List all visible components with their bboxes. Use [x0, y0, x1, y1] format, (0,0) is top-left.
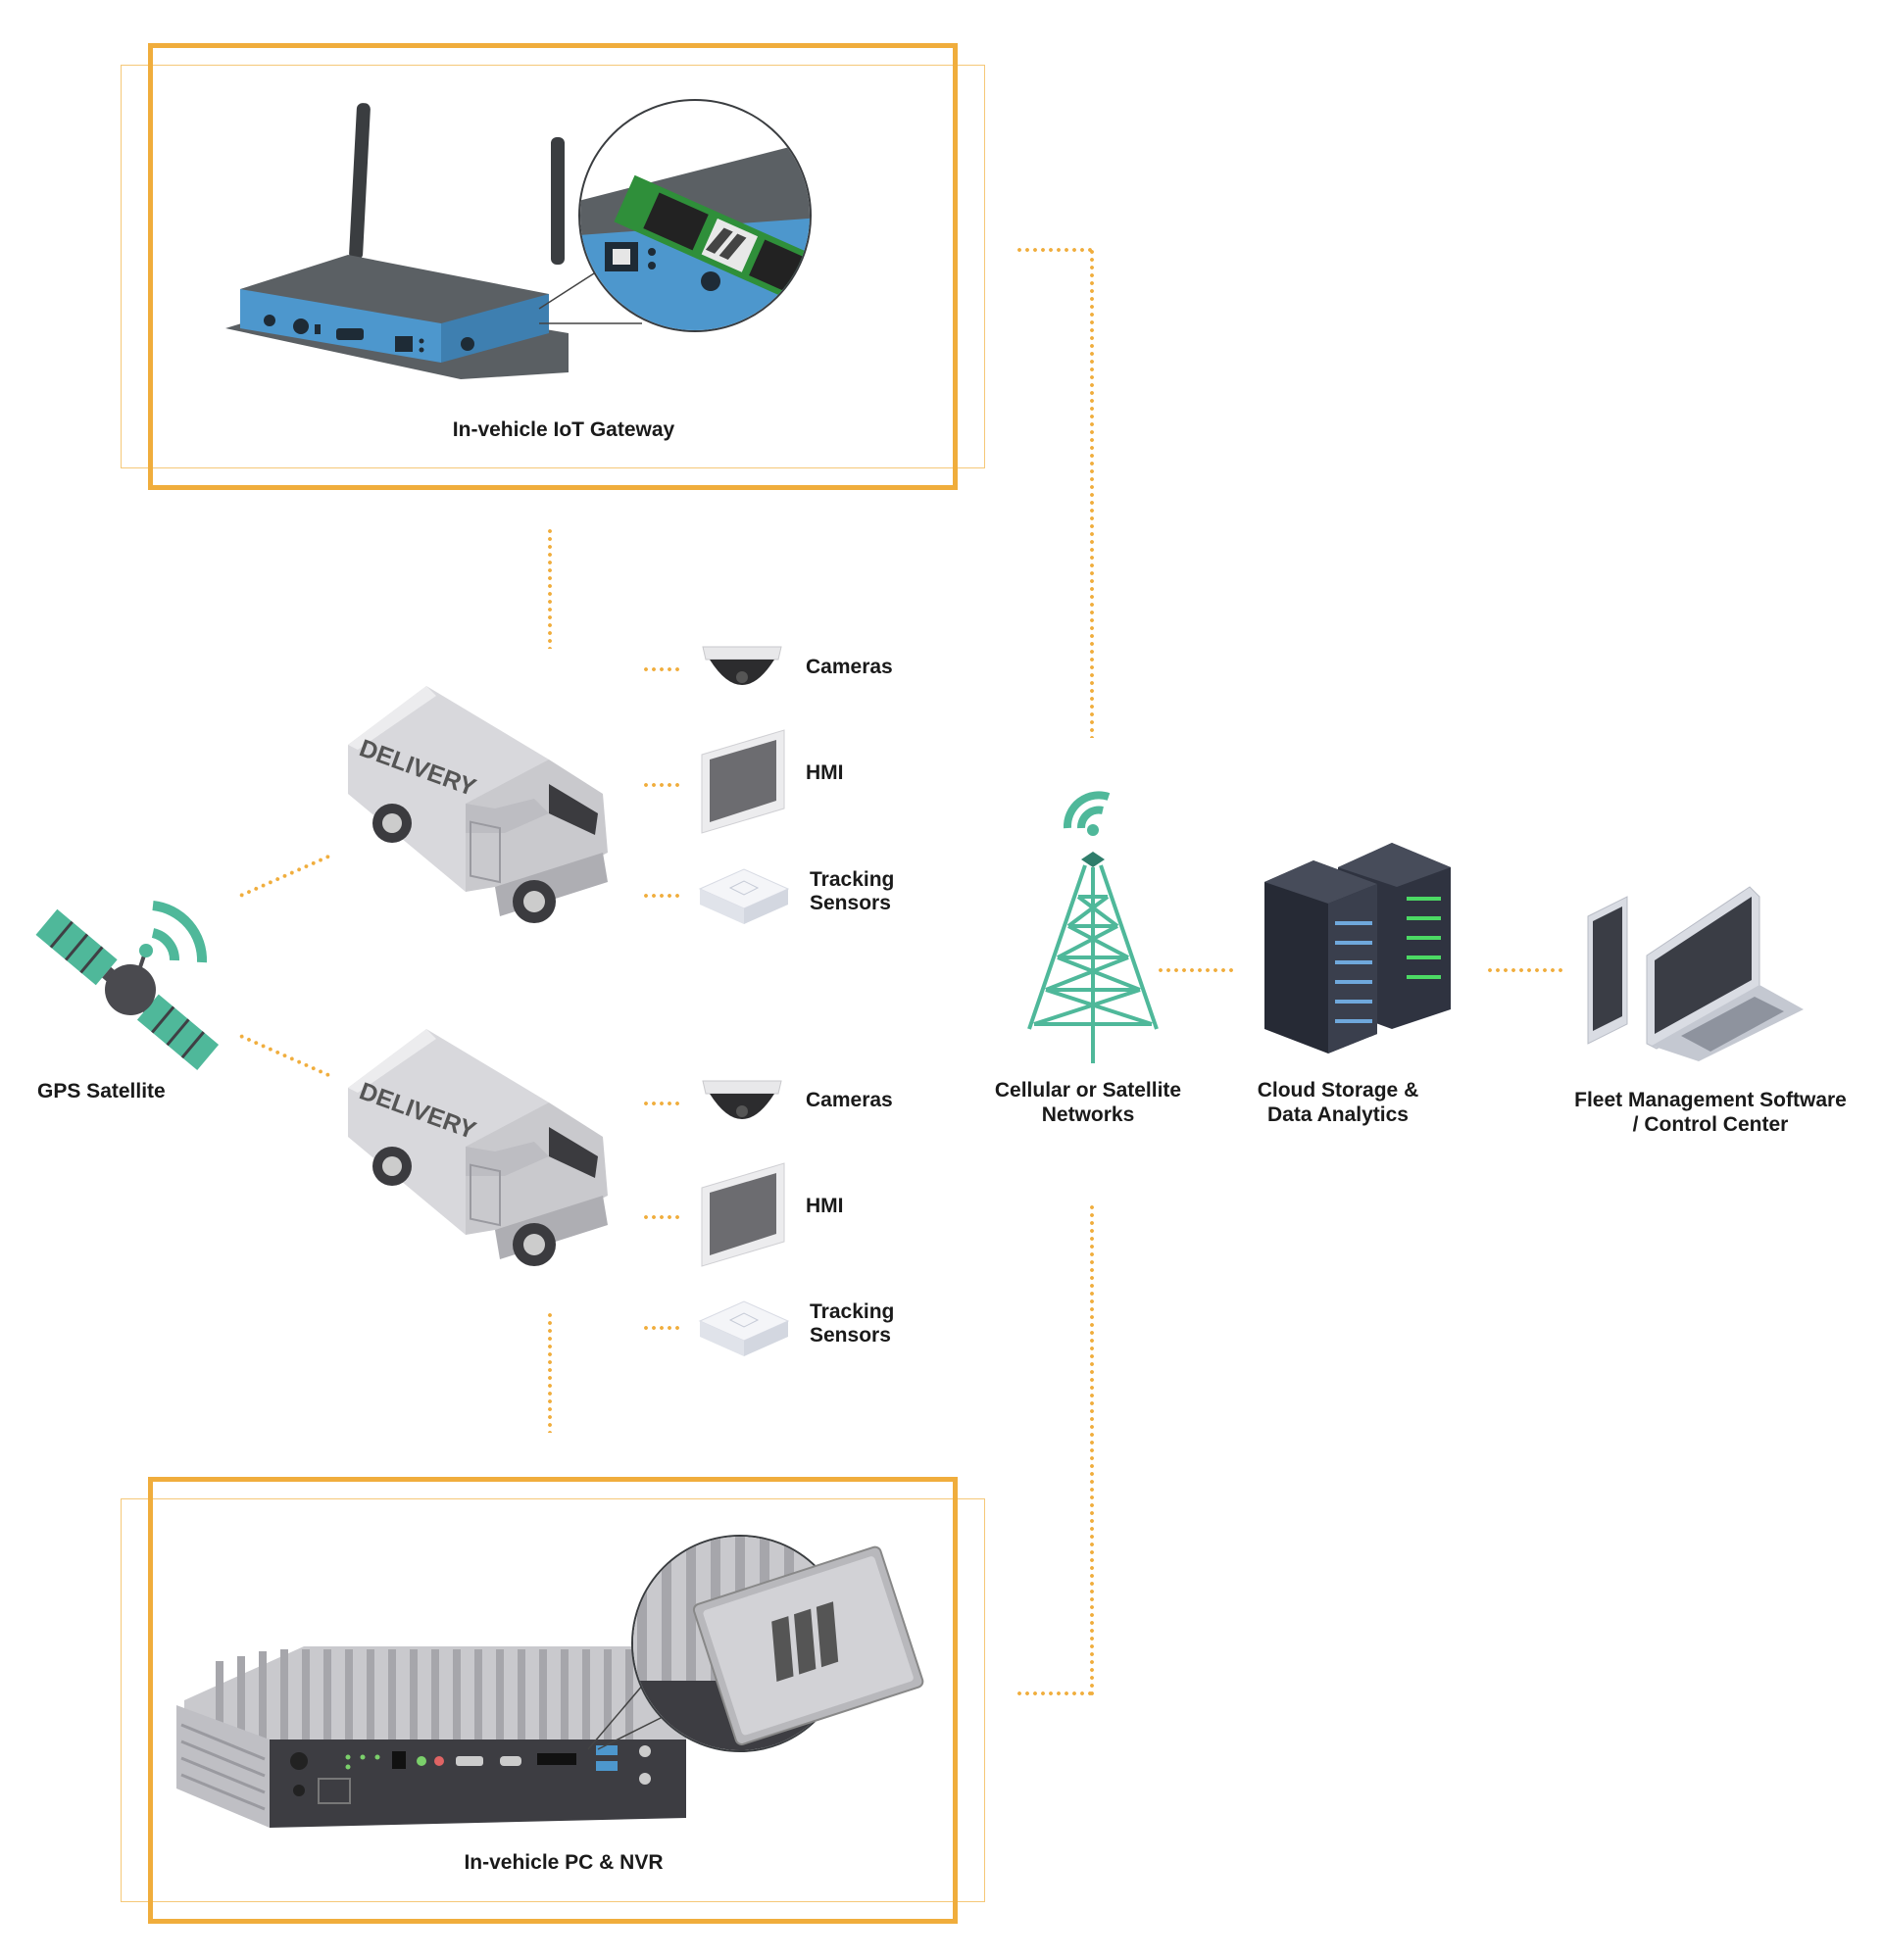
- network-label: Cellular or Satellite Networks: [961, 1078, 1215, 1127]
- connector-van-hmi: [642, 783, 681, 787]
- connector-satellite-van-bottom: [237, 1033, 333, 1079]
- in-vehicle-pc-icon: [176, 1535, 924, 1828]
- connector-network-vertical-bottom: [1090, 1203, 1094, 1695]
- connector-van-hmi: [642, 1215, 681, 1219]
- connector-satellite-van-top: [237, 853, 333, 899]
- dome-camera-icon: [702, 646, 782, 685]
- fleet-line2: / Control Center: [1632, 1113, 1789, 1136]
- connector-van-cameras: [642, 667, 681, 671]
- pc-nvr-label: In-vehicle PC & NVR: [464, 1851, 664, 1874]
- gateway-label: In-vehicle IoT Gateway: [452, 418, 675, 441]
- gps-satellite-icon: [35, 901, 220, 1071]
- connector-network-cloud: [1157, 968, 1235, 972]
- hmi-label: HMI: [806, 1195, 844, 1217]
- hmi-label: HMI: [806, 761, 844, 784]
- tracking-sensor-icon: [698, 868, 790, 924]
- cameras-label: Cameras: [806, 1089, 893, 1111]
- fleet-line1: Fleet Management Software: [1574, 1089, 1847, 1111]
- iot-gateway-icon: [225, 99, 812, 379]
- tracking-sensor-icon: [698, 1300, 790, 1356]
- cloud-label: Cloud Storage & Data Analytics: [1220, 1078, 1456, 1127]
- tracking-line1: Tracking: [810, 868, 895, 891]
- cloud-line2: Data Analytics: [1267, 1103, 1409, 1126]
- connector-gateway-van: [548, 527, 552, 649]
- tracking-sensors-label: Tracking Sensors: [810, 868, 894, 915]
- hmi-screen-icon: [701, 1162, 785, 1267]
- tracking-line1: Tracking: [810, 1300, 895, 1323]
- gateway-frame: [148, 43, 958, 490]
- connector-gateway-network: [1015, 248, 1094, 252]
- tracking-line2: Sensors: [810, 892, 891, 914]
- network-line2: Networks: [1041, 1103, 1135, 1126]
- gateway-frame-outer: [121, 65, 985, 468]
- connector-van-cameras: [642, 1102, 681, 1105]
- cameras-label: Cameras: [806, 656, 893, 678]
- laptop-tablet-icon: [1587, 886, 1804, 1061]
- connector-pc-network: [1015, 1691, 1094, 1695]
- pc-frame: [148, 1477, 958, 1924]
- hmi-screen-icon: [701, 729, 785, 834]
- fleet-label: Fleet Management Software / Control Cent…: [1554, 1088, 1867, 1137]
- delivery-van-icon: DELIVERY: [348, 686, 608, 923]
- cloud-line1: Cloud Storage &: [1257, 1079, 1419, 1102]
- pc-frame-outer: [121, 1498, 985, 1902]
- cell-tower-icon: [1027, 791, 1159, 1063]
- tracking-line2: Sensors: [810, 1324, 891, 1347]
- connector-network-vertical-top: [1090, 248, 1094, 738]
- connector-van-pc: [548, 1311, 552, 1433]
- tracking-sensors-label: Tracking Sensors: [810, 1300, 894, 1348]
- dome-camera-icon: [702, 1080, 782, 1119]
- network-line1: Cellular or Satellite: [994, 1079, 1182, 1102]
- connector-van-tracking: [642, 894, 681, 898]
- delivery-van-icon: DELIVERY: [348, 1029, 608, 1266]
- connector-van-tracking: [642, 1326, 681, 1330]
- connector-cloud-fleet: [1486, 968, 1564, 972]
- server-rack-icon: [1264, 843, 1451, 1054]
- gps-satellite-label: GPS Satellite: [37, 1080, 166, 1102]
